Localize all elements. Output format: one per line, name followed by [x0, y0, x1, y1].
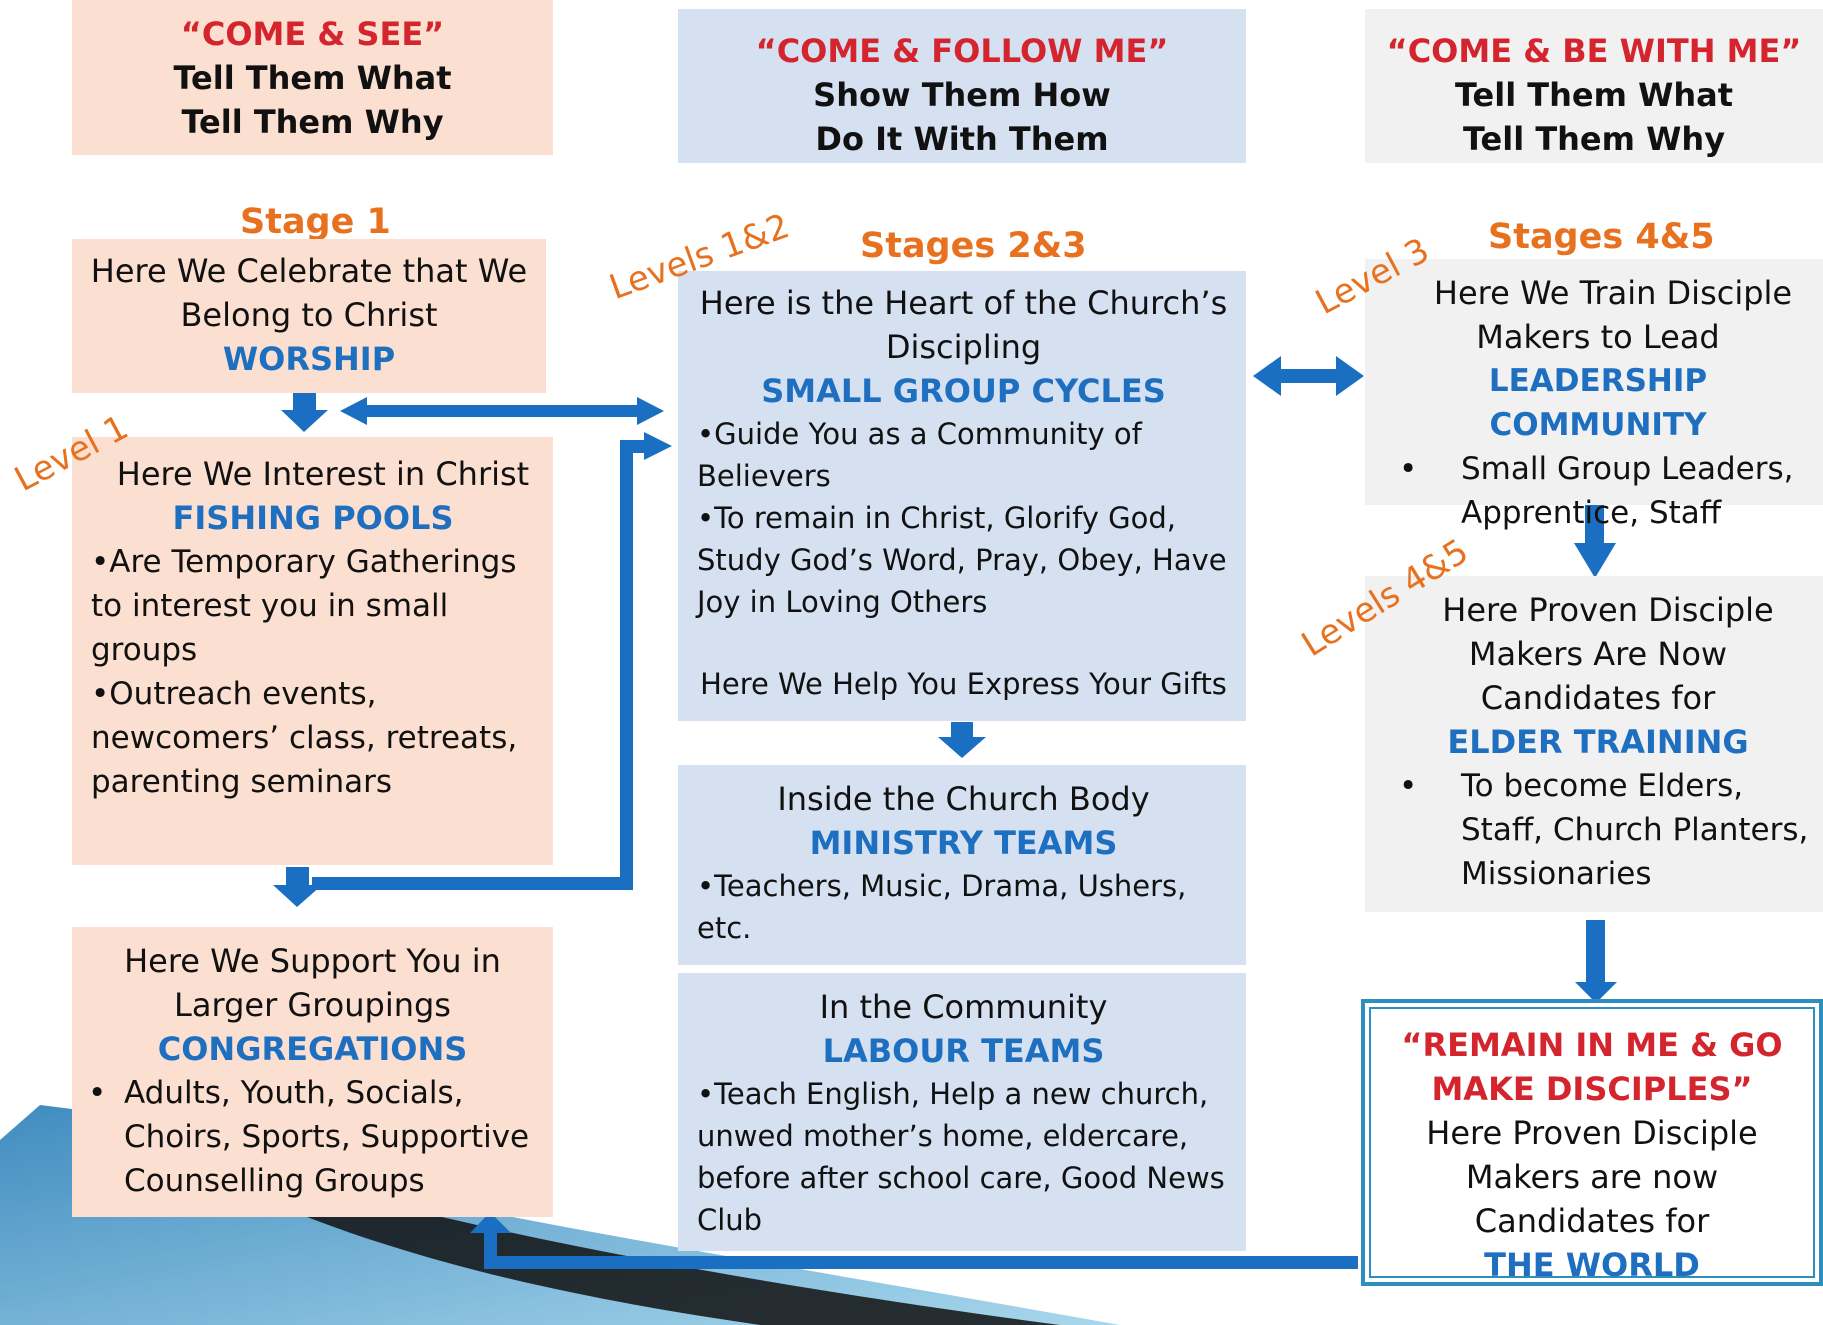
ministry-line: Inside the Church Body — [777, 780, 1150, 818]
congregations-box: Here We Support You in Larger Groupings … — [72, 927, 553, 1217]
congregations-line: Here We Support You in — [124, 942, 501, 980]
fishing-bullet: •Outreach events, newcomers’ class, retr… — [91, 676, 518, 800]
header-come-and-be-with-me: “COME & BE WITH ME” Tell Them What Tell … — [1365, 9, 1823, 163]
corner-swoosh-dark — [90, 1110, 1060, 1325]
worship-box: Here We Celebrate that We Belong to Chri… — [72, 239, 546, 393]
smallgroups-line: Here is the Heart of the Church’s — [699, 284, 1228, 322]
labour-line: In the Community — [819, 988, 1108, 1026]
elder-line: Here Proven Disciple — [1442, 591, 1774, 629]
arrow-fishing-down — [286, 867, 309, 887]
fishing-title: FISHING POOLS — [172, 499, 454, 537]
header-quote: “COME & BE WITH ME” — [1386, 32, 1802, 70]
arrow-world-return — [484, 1256, 1358, 1269]
fishing-bullet: •Are Temporary Gatherings to interest yo… — [91, 544, 517, 668]
bullet-dot: • — [1399, 451, 1418, 487]
smallgroups-bullet: •Guide You as a Community of Believers — [697, 417, 1142, 493]
header-line: Tell Them What — [173, 59, 452, 97]
header-come-and-see: “COME & SEE” Tell Them What Tell Them Wh… — [72, 0, 553, 155]
smallgroups-footer: Here We Help You Express Your Gifts — [700, 667, 1227, 701]
world-quote: MAKE DISCIPLES” — [1431, 1070, 1753, 1108]
header-line: Tell Them What — [1454, 76, 1734, 114]
bullet-dot: • — [88, 1075, 107, 1111]
arrow-double-worship-smallgroups — [365, 405, 641, 417]
corner-swoosh — [0, 1105, 1120, 1325]
header-line: Tell Them Why — [181, 103, 444, 141]
ministry-title: MINISTRY TEAMS — [809, 824, 1118, 862]
labour-bullet: •Teach English, Help a new church, unwed… — [697, 1077, 1225, 1237]
arrow-leadership-down — [1585, 505, 1604, 545]
leadership-item: Small Group Leaders, Apprentice, Staff — [1461, 451, 1794, 531]
elder-line: Makers Are Now — [1468, 635, 1728, 673]
bullet-dot: • — [1399, 768, 1418, 804]
header-quote: “COME & FOLLOW ME” — [755, 32, 1169, 70]
stage-1-label: Stage 1 — [240, 202, 391, 242]
fishing-pools-box: Here We Interest in Christ FISHING POOLS… — [72, 437, 553, 865]
world-line: Here Proven Disciple — [1426, 1114, 1758, 1152]
small-group-cycles-box: Here is the Heart of the Church’s Discip… — [678, 271, 1246, 721]
congregations-item: Adults, Youth, Socials, Choirs, Sports, … — [124, 1075, 530, 1199]
labour-teams-box: In the Community LABOUR TEAMS •Teach Eng… — [678, 973, 1246, 1251]
smallgroups-line: Discipling — [885, 328, 1042, 366]
world-line: Candidates for — [1474, 1202, 1710, 1240]
header-line: Tell Them Why — [1462, 120, 1726, 158]
world-line: Makers are now — [1465, 1158, 1719, 1196]
header-line: Do It With Them — [815, 120, 1109, 158]
ministry-bullet: •Teachers, Music, Drama, Ushers, etc. — [697, 869, 1187, 945]
world-quote: “REMAIN IN ME & GO — [1401, 1026, 1783, 1064]
elder-title: ELDER TRAINING — [1447, 723, 1749, 761]
arrow-smallgroups-down — [951, 722, 973, 739]
header-come-and-follow-me: “COME & FOLLOW ME” Show Them How Do It W… — [678, 9, 1246, 163]
stage-2-3-label: Stages 2&3 — [860, 226, 1087, 266]
smallgroups-bullet: •To remain in Christ, Glorify God, Study… — [697, 501, 1227, 619]
stage-4-5-label: Stages 4&5 — [1488, 217, 1715, 257]
congregations-line: Larger Groupings — [174, 986, 451, 1024]
header-line: Show Them How — [813, 76, 1111, 114]
fishing-intro: Here We Interest in Christ — [116, 455, 530, 493]
leadership-community-box: Here We Train Disciple Makers to Lead LE… — [1365, 259, 1823, 531]
leadership-title: LEADERSHIP COMMUNITY — [1488, 363, 1708, 443]
arrow-elder-down — [1586, 920, 1605, 984]
leadership-line: Makers to Lead — [1476, 318, 1720, 356]
the-world-box: “REMAIN IN ME & GO MAKE DISCIPLES” Here … — [1361, 999, 1823, 1286]
worship-title: WORSHIP — [222, 340, 396, 378]
elder-item: To become Elders, Staff, Church Planters… — [1461, 768, 1809, 892]
worship-line: Here We Celebrate that We — [90, 252, 528, 290]
elder-training-box: Here Proven Disciple Makers Are Now Cand… — [1365, 576, 1823, 912]
smallgroups-title: SMALL GROUP CYCLES — [761, 372, 1166, 410]
congregations-title: CONGREGATIONS — [157, 1030, 468, 1068]
worship-line: Belong to Christ — [180, 296, 438, 334]
world-title: THE WORLD — [1484, 1246, 1700, 1284]
arrow-worship-down — [293, 393, 316, 412]
elder-line: Candidates for — [1480, 679, 1716, 717]
header-quote: “COME & SEE” — [180, 15, 445, 53]
arrow-elbow-fishing-smallgroups — [312, 877, 632, 890]
ministry-teams-box: Inside the Church Body MINISTRY TEAMS •T… — [678, 765, 1246, 965]
labour-title: LABOUR TEAMS — [822, 1032, 1105, 1070]
arrow-double-smallgroups-leadership — [1277, 369, 1345, 383]
leadership-line: Here We Train Disciple — [1433, 274, 1793, 312]
